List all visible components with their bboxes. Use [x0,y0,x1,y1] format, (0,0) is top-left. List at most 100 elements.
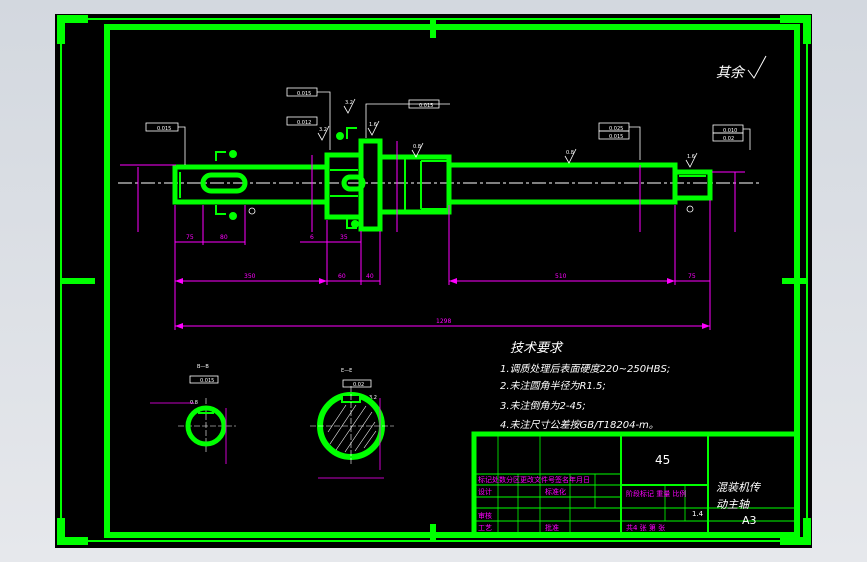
stage-label: 阶段标记 重量 比例 [626,489,686,498]
tech-line: 3.未注倒角为2-45; [500,400,586,412]
sheets-label: 共4 张 第 张 [626,523,665,532]
corner-mark-bl [57,518,88,545]
dim-text: 75 [688,273,696,280]
hatch-line [363,430,377,449]
design-label: 设计 [478,487,492,496]
section-mark-e-top [346,127,357,139]
tech-line: 2.未注圆角半径为R1.5; [500,380,606,392]
arrowhead [319,278,327,284]
arrowhead [449,278,457,284]
section-view-e: E—E [310,368,394,479]
section-view-b: B—B [150,364,236,464]
dim-text: 80 [220,234,228,241]
datum-mark [336,132,344,140]
roughness-value: 0.8 [413,144,421,150]
tol-value: 0.015 [609,134,623,140]
approve-label: 批准 [545,523,559,532]
sheet-size: A3 [742,514,757,527]
shaft-detail-lines [179,159,706,210]
dim-text: 350 [244,273,256,280]
dim-text: 60 [338,273,346,280]
dimension-texts: 75 80 6 35 350 60 40 510 75 1298 [186,234,696,325]
tol-value: 0.015 [157,126,171,132]
tol-value: 0.025 [609,126,623,132]
tolerance-frame [189,375,219,384]
dim-text: 40 [366,273,374,280]
tolerance-frame [598,130,630,140]
datum-mark [229,150,237,158]
roughness-value: 0.8 [566,150,574,156]
dim-text: 1298 [436,318,451,325]
tech-requirements: 技术要求 1.调质处理后表面硬度220~250HBS; 2.未注圆角半径为R1.… [500,341,670,431]
leader-line [317,91,331,150]
roughness-value: 3.2 [319,127,327,133]
scale-value: 1.4 [692,510,704,518]
shaft-end-segment [672,169,713,201]
datum-mark [351,220,359,228]
datum-circle-b [686,205,694,213]
dimensions [120,141,745,330]
tol-value: 0.02 [353,382,364,388]
roughness-mark [564,148,577,164]
datum-mark [229,212,237,220]
part-name: 动主轴 [716,498,750,511]
roughness-symbol [747,55,767,79]
section-mark-e-bottom [346,218,357,229]
section-markers [215,127,359,229]
corner-mark-br [780,518,811,545]
section-label: E—E [341,368,352,374]
dim-text: 510 [555,273,567,280]
leader-line [629,126,641,160]
roughness-mark [317,125,330,141]
process-label: 工艺 [478,524,492,532]
tol-value: 0.015 [200,378,214,384]
tol-value: 0.015 [419,103,433,109]
tolerance-frames [145,87,751,388]
section-mark-b-bottom [215,205,226,215]
tolerance-values: 0.015 0.015 0.012 0.015 0.025 0.015 0.01… [157,91,737,388]
tolerance-frame [342,379,372,388]
change-row: 标记处数分区更改文件号签名年月日 [478,475,590,484]
tolerance-frame [286,116,318,126]
tech-line: 1.调质处理后表面硬度220~250HBS; [500,363,670,375]
review-label: 审核 [478,511,492,520]
tol-value: 0.012 [297,120,311,126]
shaft-main-view [172,138,713,232]
leader-line [365,103,450,138]
dim-text: 75 [186,234,194,241]
material-value: 45 [655,453,670,467]
hatch-line [327,404,347,433]
roughness-value: 3.2 [369,395,377,401]
tech-line: 4.未注尺寸公差按GB/T18204-m。 [500,419,659,431]
roughness-value: 1.6 [369,122,377,128]
hatch-line [329,404,357,445]
section-keyway [198,408,214,414]
arrowhead [667,278,675,284]
corner-note: 其余 [716,65,746,81]
tol-value: 0.010 [723,128,737,134]
leader-line [178,126,186,165]
roughness-value: 3.2 [345,100,353,106]
corner-mark-tr [780,15,811,44]
roughness-mark [367,120,380,136]
section-outline [185,405,227,447]
hatch-pattern [327,404,377,453]
section-mark-b-top [215,151,226,161]
hatch-line [354,421,376,452]
dim-text: 6 [310,234,314,241]
datum-circle-a [248,207,256,215]
keyway-slot [200,172,248,194]
hatch-line [344,411,373,453]
tol-value: 0.02 [723,136,734,142]
roughness-mark [411,142,424,158]
title-block [471,431,800,538]
arrowhead [702,323,710,329]
roughness-value: 1.6 [687,154,695,160]
std-label: 标准化 [545,487,566,496]
roughness-mark [343,98,356,114]
roughness-marks [317,98,698,168]
section-label: B—B [197,364,209,370]
corner-mark-tl [57,15,88,44]
